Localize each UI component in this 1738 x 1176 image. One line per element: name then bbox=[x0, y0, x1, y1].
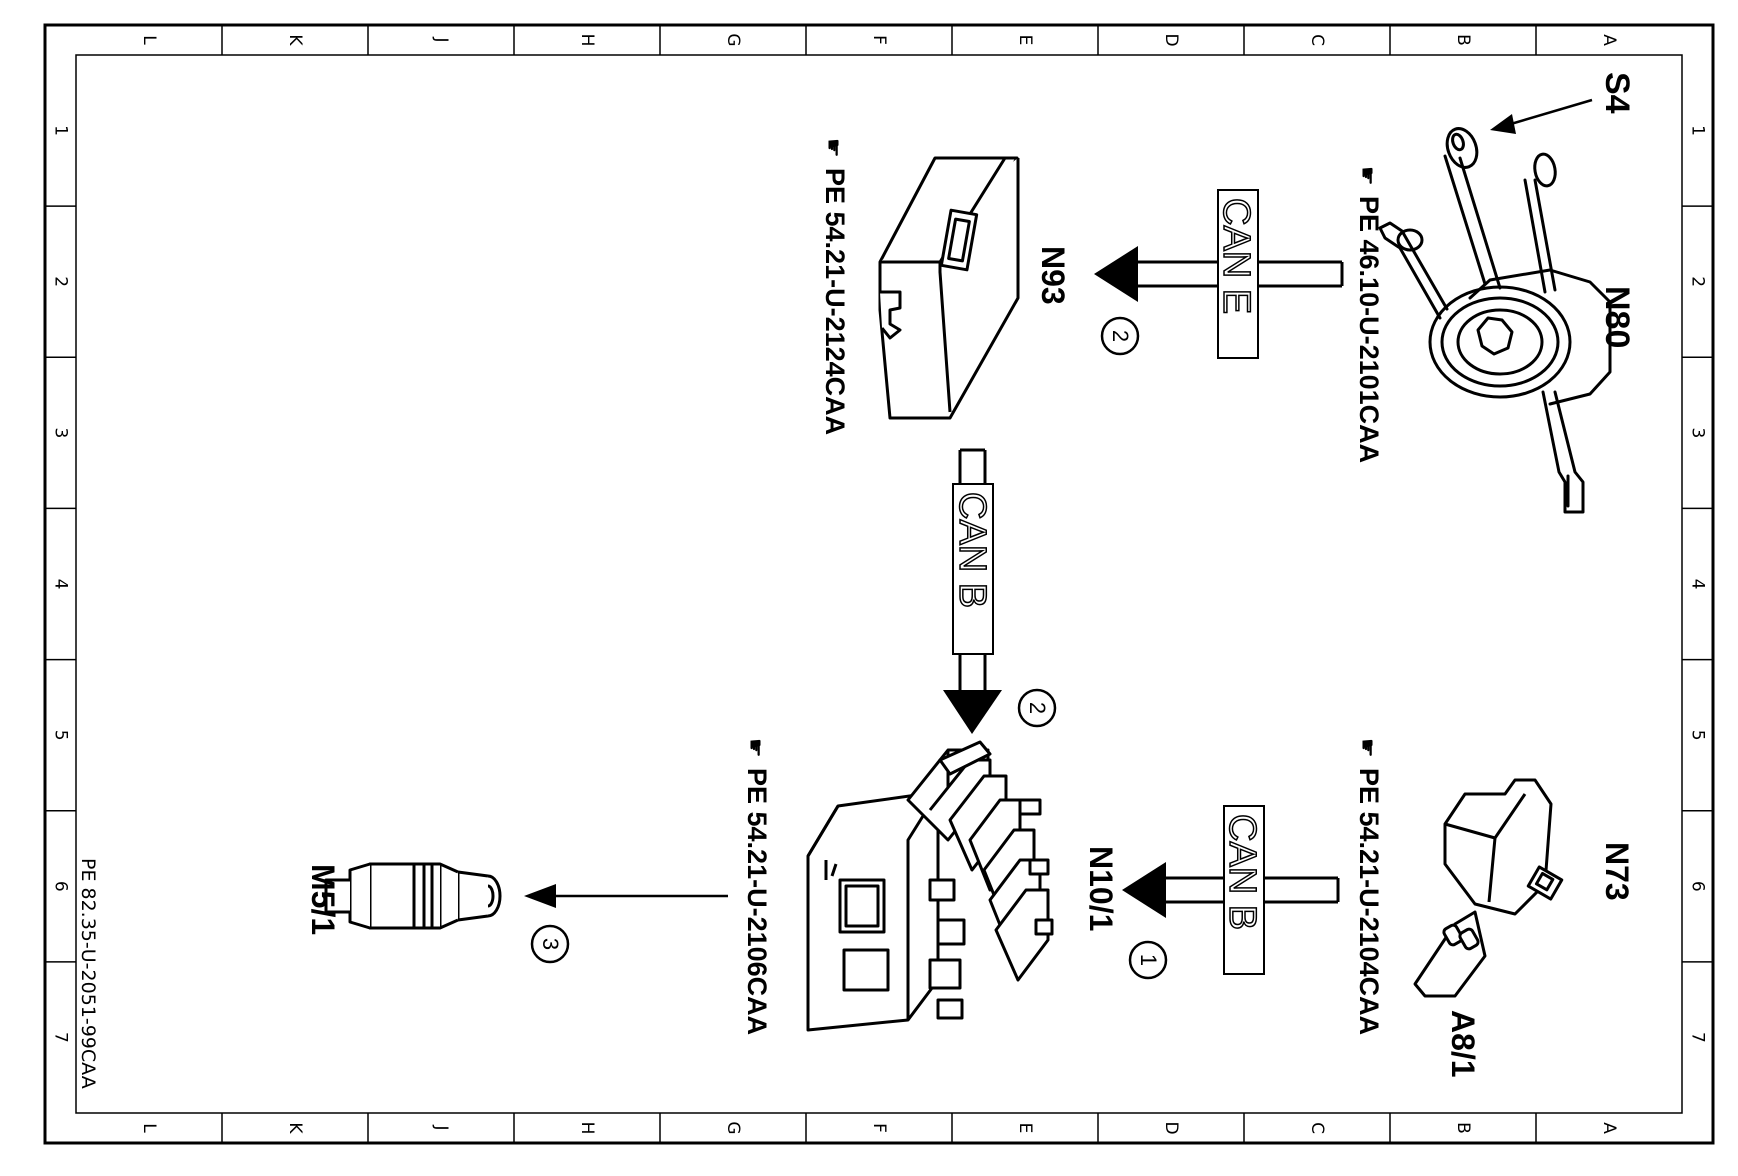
can-e-label: CAN E bbox=[1215, 198, 1257, 314]
column-label-top: B bbox=[1453, 34, 1473, 46]
step-number: 1 bbox=[1136, 954, 1161, 966]
can-b-lower-badge bbox=[1223, 805, 1265, 975]
pointing-hand-icon: ☛ bbox=[743, 738, 768, 758]
column-ticks bbox=[221, 25, 1537, 1143]
n73-label: N73 bbox=[1599, 842, 1635, 901]
can-b-vertical-label: CAN B bbox=[951, 492, 993, 608]
n10-to-m5-arrow bbox=[524, 884, 728, 908]
pointing-hand-icon: ☛ bbox=[1355, 738, 1380, 758]
drawing-reference: PE 82.35-U-2051-99CAA bbox=[77, 858, 99, 1089]
column-labels: L L K K J J H H G G F F E E D D C C B B A A bbox=[139, 33, 1619, 1134]
n93-reference: ☛ PE 54.21-U-2124CAA bbox=[820, 138, 850, 435]
step-number: 2 bbox=[1108, 330, 1133, 342]
column-label-bottom: D bbox=[1161, 1121, 1181, 1134]
step-circle-n80-n93: 2 bbox=[1100, 316, 1140, 356]
n73-ignition-switch-icon bbox=[1413, 778, 1564, 998]
row-label-right: 2 bbox=[1688, 276, 1708, 287]
m5-1-sensor-icon bbox=[324, 862, 502, 930]
row-label-right: 7 bbox=[1688, 1032, 1708, 1043]
n10-1-reference-label: PE 54.21-U-2106CAA bbox=[742, 768, 772, 1035]
column-label-bottom: J bbox=[431, 1124, 451, 1130]
column-label-top: H bbox=[577, 34, 597, 47]
column-label-bottom: L bbox=[139, 1123, 159, 1133]
step-circle-n73-n10: 1 bbox=[1128, 940, 1168, 980]
n80-reference: ☛ PE 46.10-U-2101CAA bbox=[1354, 166, 1384, 463]
column-label-bottom: K bbox=[285, 1122, 305, 1134]
column-label-bottom: G bbox=[723, 1121, 743, 1134]
n73-reference: ☛ PE 54.21-U-2104CAA bbox=[1354, 738, 1384, 1035]
outer-frame bbox=[43, 23, 1715, 1145]
row-label-right: 5 bbox=[1688, 730, 1708, 741]
column-label-top: C bbox=[1307, 34, 1327, 46]
n93-reference-label: PE 54.21-U-2124CAA bbox=[820, 168, 850, 435]
step-number: 2 bbox=[1025, 702, 1050, 714]
column-label-top: L bbox=[139, 35, 159, 45]
can-e-badge bbox=[1217, 189, 1259, 359]
n80-reference-label: PE 46.10-U-2101CAA bbox=[1354, 196, 1384, 463]
column-label-bottom: F bbox=[869, 1123, 889, 1133]
row-ticks bbox=[45, 205, 1713, 963]
column-label-top: J bbox=[431, 36, 451, 42]
column-label-bottom: H bbox=[577, 1122, 597, 1135]
row-label-left: 1 bbox=[51, 125, 71, 136]
row-label-left: 4 bbox=[51, 579, 71, 590]
step-circle-n93-n10: 2 bbox=[1017, 688, 1057, 728]
n10-1-fuse-relay-module-icon bbox=[806, 740, 1054, 1032]
s4-label: S4 bbox=[1598, 72, 1636, 114]
n80-label: N80 bbox=[1598, 286, 1636, 348]
row-labels: 1 1 2 2 3 3 4 4 5 5 6 6 7 7 bbox=[51, 125, 1708, 1043]
n93-label: N93 bbox=[1035, 246, 1071, 305]
pointing-hand-icon: ☛ bbox=[1355, 166, 1380, 186]
n10-1-reference: ☛ PE 54.21-U-2106CAA bbox=[742, 738, 772, 1035]
m5-1-label: M5/1 bbox=[305, 864, 341, 935]
step-circle-n10-m5: 3 bbox=[530, 924, 570, 964]
pointing-hand-icon: ☛ bbox=[821, 138, 846, 158]
row-label-left: 7 bbox=[51, 1032, 71, 1043]
column-label-top: E bbox=[1015, 35, 1035, 46]
row-label-right: 3 bbox=[1688, 427, 1708, 438]
column-label-top: K bbox=[285, 34, 305, 46]
n73-reference-label: PE 54.21-U-2104CAA bbox=[1354, 768, 1384, 1035]
row-label-right: 4 bbox=[1688, 579, 1708, 590]
column-label-top: F bbox=[869, 35, 889, 45]
a8-1-label: A8/1 bbox=[1445, 1010, 1481, 1078]
inner-frame bbox=[75, 54, 1683, 1114]
column-label-bottom: C bbox=[1307, 1122, 1327, 1134]
row-label-left: 6 bbox=[51, 881, 71, 892]
can-b-lower-label: CAN B bbox=[1221, 814, 1263, 930]
row-label-left: 5 bbox=[51, 730, 71, 741]
step-number: 3 bbox=[538, 938, 563, 950]
s4-pointer-arrow bbox=[1490, 98, 1593, 134]
column-label-top: A bbox=[1599, 34, 1619, 46]
row-label-right: 6 bbox=[1688, 881, 1708, 892]
row-label-right: 1 bbox=[1688, 125, 1708, 136]
column-label-bottom: A bbox=[1599, 1122, 1619, 1134]
column-label-top: D bbox=[1161, 33, 1181, 46]
row-label-left: 2 bbox=[51, 276, 71, 287]
row-label-left: 3 bbox=[51, 427, 71, 438]
n80-steering-column-module-icon bbox=[1378, 127, 1612, 514]
n93-module-icon bbox=[878, 156, 1020, 420]
can-b-vertical-badge bbox=[952, 483, 994, 655]
column-label-bottom: B bbox=[1453, 1122, 1473, 1134]
column-label-bottom: E bbox=[1015, 1123, 1035, 1134]
n10-1-label: N10/1 bbox=[1083, 846, 1119, 931]
column-label-top: G bbox=[723, 33, 743, 46]
